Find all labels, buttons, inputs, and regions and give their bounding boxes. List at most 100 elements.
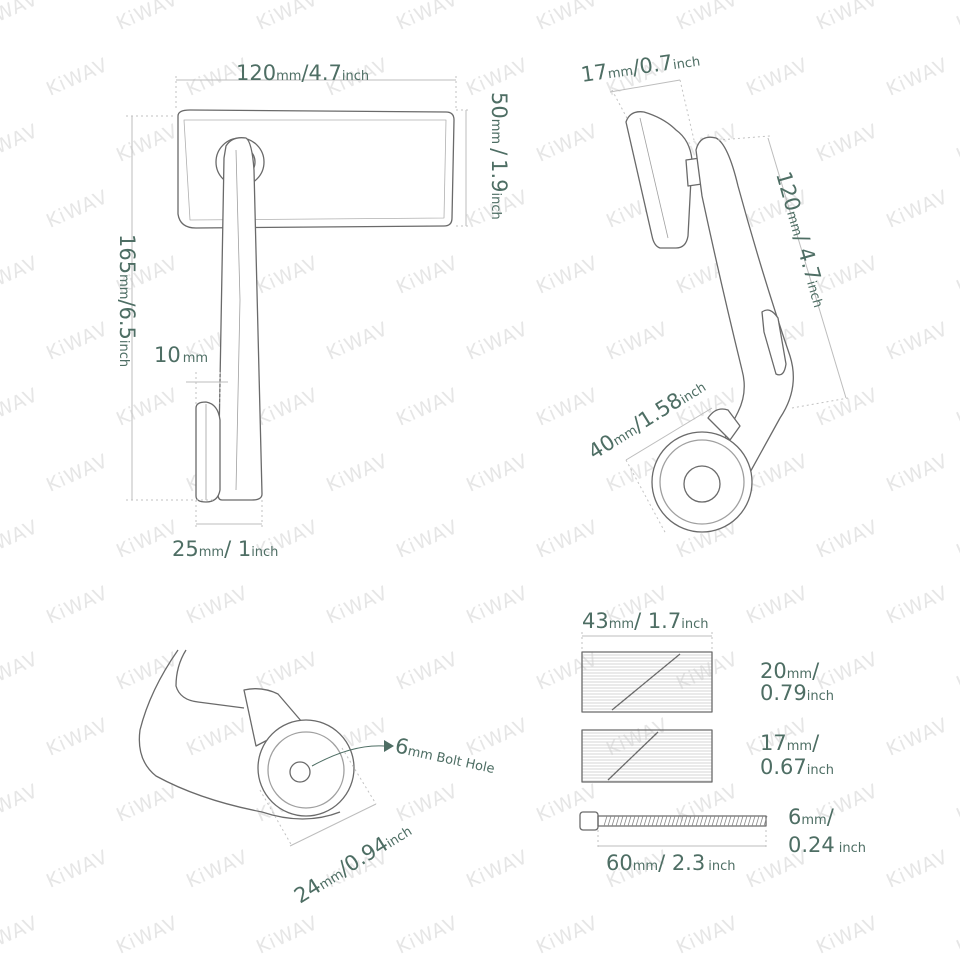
watermark-text: KiWAV (0, 516, 42, 563)
watermark-text: KiWAV (43, 450, 112, 497)
dim-line-head-depth (609, 79, 681, 93)
watermark-text: KiWAV (323, 450, 392, 497)
watermark-text: KiWAV (813, 648, 882, 695)
watermark-text: KiWAV (463, 582, 532, 629)
bolt-hole-detail (289, 761, 311, 783)
watermark-text: KiWAV (253, 384, 322, 431)
label-clamp-inner: 24mm/0.94inch (290, 817, 416, 908)
watermark-text: KiWAV (813, 0, 882, 35)
watermark-text: KiWAV (673, 0, 742, 35)
watermark-text: KiWAV (393, 912, 462, 959)
watermark-text: KiWAV (0, 120, 42, 167)
watermark-text: KiWAV (113, 912, 182, 959)
watermark-text: KiWAV (463, 318, 532, 365)
mirror-edge-line (639, 117, 669, 239)
watermark-text: KiWAV (463, 450, 532, 497)
watermark-text: KiWAV (253, 0, 322, 35)
arrow-head-icon (384, 740, 394, 752)
watermark-text: KiWAV (183, 582, 252, 629)
watermark-text: KiWAV (953, 780, 960, 827)
label-spacer-20mm-inch: 0.79inch (760, 681, 834, 705)
watermark-text: KiWAV (253, 252, 322, 299)
watermark-text: KiWAV (953, 648, 960, 695)
watermark-text: KiWAV (883, 582, 952, 629)
watermark-text: KiWAV (113, 120, 182, 167)
spacer-20mm (582, 654, 712, 710)
mirror-arm-side (695, 136, 794, 477)
watermark-text: KiWAV (533, 516, 602, 563)
ext-line (611, 89, 629, 121)
watermark-text: KiWAV (393, 0, 462, 35)
watermark-text: KiWAV (393, 252, 462, 299)
bolt-shank (597, 815, 767, 827)
dim-line-clamp-dia (625, 407, 713, 461)
watermark-text: KiWAV (323, 582, 392, 629)
watermark-text: KiWAV (113, 648, 182, 695)
clamp-inner-ring (659, 439, 745, 525)
watermark-text: KiWAV (0, 780, 42, 827)
label-spacer-20mm: 20mm/ (760, 659, 820, 683)
watermark-text: KiWAV (603, 714, 672, 761)
spacer-17mm-outline (581, 729, 713, 783)
spacer-17mm-diagonal (607, 731, 659, 781)
watermark-text: KiWAV (253, 648, 322, 695)
watermark-text: KiWAV (393, 384, 462, 431)
watermark-text: KiWAV (953, 384, 960, 431)
spacers-and-bolt-view: 43mm/ 1.7inch 20mm/ 0.79inch 17mm/ 0.67i… (579, 609, 866, 875)
watermark-text: KiWAV (813, 912, 882, 959)
watermark-text: KiWAV (813, 384, 882, 431)
watermark-text: KiWAV (953, 252, 960, 299)
label-spacer-17mm: 17mm/ (760, 731, 820, 755)
label-head-depth: 17mm/0.7inch (579, 47, 701, 87)
watermark-text: KiWAV (953, 0, 960, 35)
watermark-text: KiWAV (883, 54, 952, 101)
watermark-text: KiWAV (43, 54, 112, 101)
clamp-lower-edge (261, 811, 341, 820)
bar-end-clamp-front (195, 401, 221, 503)
clamp-upper-detail (243, 688, 303, 747)
clamp-detail-view: 6mmBolt Hole 24mm/0.94inch (138, 649, 496, 908)
watermark-text: KiWAV (533, 384, 602, 431)
watermark-text: KiWAV (813, 516, 882, 563)
watermark-text: KiWAV (393, 780, 462, 827)
watermark-text: KiWAV (0, 252, 42, 299)
watermark-text: KiWAV (533, 912, 602, 959)
watermark-text: KiWAV (533, 120, 602, 167)
watermark-text: KiWAV (883, 318, 952, 365)
watermark-text: KiWAV (603, 318, 672, 365)
bolt-head (579, 811, 599, 831)
watermark-text: KiWAV (883, 714, 952, 761)
watermark-text: KiWAV (0, 912, 42, 959)
ext-line (717, 135, 771, 141)
spacer-20mm-diagonal (611, 653, 681, 711)
label-spacer-17mm-inch: 0.67inch (760, 755, 834, 779)
watermark-text: KiWAV (113, 0, 182, 35)
clamp-screw-side (707, 408, 741, 441)
watermark-text: KiWAV (253, 912, 322, 959)
ext-line (341, 747, 377, 805)
ext-line (679, 79, 695, 141)
arm-detail (138, 649, 263, 813)
watermark-text: KiWAV (533, 0, 602, 35)
watermark-text: KiWAV (673, 780, 742, 827)
label-total-height: 165mm/6.5inch (115, 234, 139, 367)
spacer-17mm (582, 732, 712, 782)
side-view: 17mm/0.7inch 120mm/ 4.7inch 40mm/1.58inc… (579, 47, 849, 535)
label-front-width: 120mm/4.7inch (236, 61, 369, 85)
spacer-20mm-outline (581, 651, 713, 713)
watermark-text: KiWAV (0, 648, 42, 695)
clamp-ring-detail (267, 731, 345, 809)
watermark-text: KiWAV (463, 714, 532, 761)
bolt-thread (603, 815, 768, 827)
label-base-width: 25mm/ 1inch (172, 537, 278, 561)
ext-line (625, 459, 667, 535)
watermark-text: KiWAV (533, 252, 602, 299)
watermark-text: KiWAV (953, 912, 960, 959)
watermark-text: KiWAV (883, 846, 952, 893)
watermark-text: KiWAV (953, 120, 960, 167)
watermark-text: KiWAV (463, 846, 532, 893)
watermark-text: KiWAV (393, 648, 462, 695)
